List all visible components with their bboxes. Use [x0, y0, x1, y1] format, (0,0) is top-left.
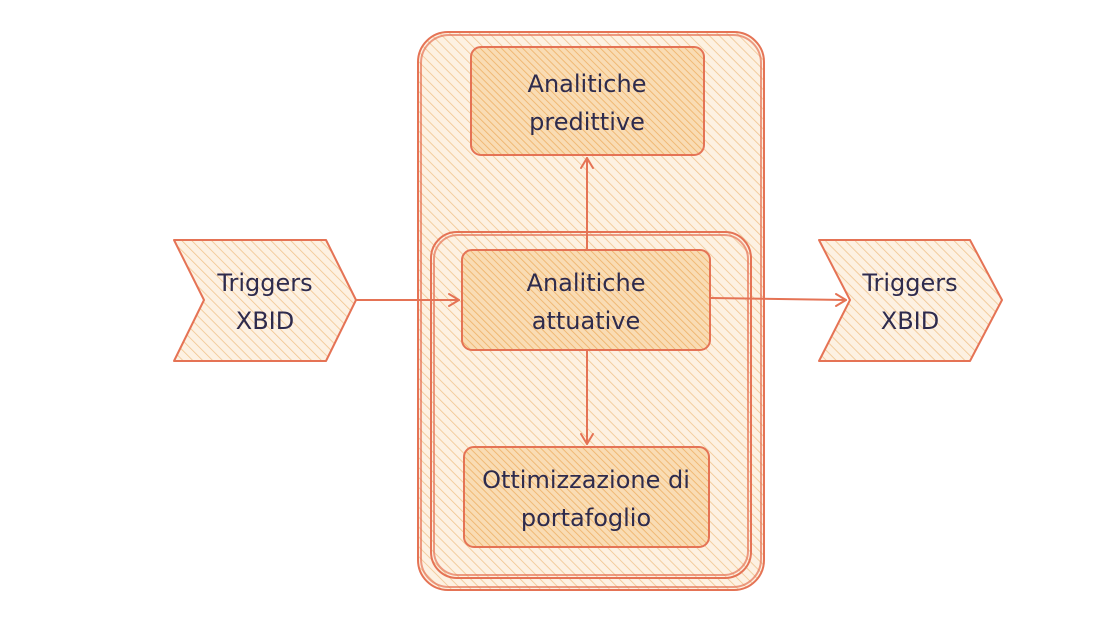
left-trigger-label-line2: XBID [236, 307, 294, 335]
right-trigger-label-line1: Triggers [861, 269, 957, 297]
arrow-actuative-to-right-trigger [710, 293, 847, 307]
inner-container [430, 231, 752, 579]
right-trigger-chevron: Triggers XBID [818, 239, 1003, 362]
predictive-label-line1: Analitiche [528, 70, 647, 98]
arrow-left-trigger-to-actuative [356, 293, 460, 307]
actuative-label-line2: attuative [532, 307, 641, 335]
portfolio-label-line2: portafoglio [521, 504, 651, 532]
actuative-label-line1: Analitiche [527, 269, 646, 297]
arrow-actuative-to-portfolio [580, 350, 594, 445]
predictive-label-line2: predittive [529, 108, 645, 136]
right-trigger-label-line2: XBID [881, 307, 939, 335]
portfolio-optimization-box: Ottimizzazione di portafoglio [463, 446, 710, 548]
portfolio-label-line1: Ottimizzazione di [482, 466, 690, 494]
left-trigger-chevron: Triggers XBID [173, 239, 357, 362]
arrow-actuative-to-predictive [580, 157, 594, 250]
left-trigger-label-line1: Triggers [216, 269, 312, 297]
actuative-analytics-box: Analitiche attuative [461, 249, 711, 351]
predictive-analytics-box: Analitiche predittive [470, 46, 705, 156]
